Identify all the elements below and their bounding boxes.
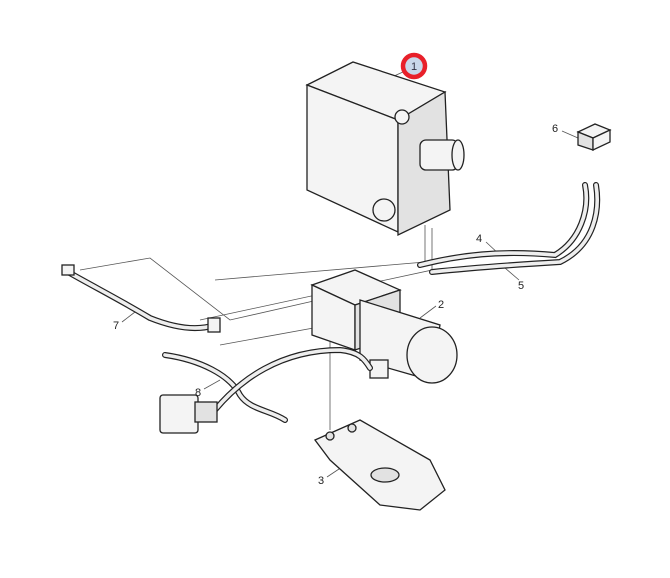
callout-5[interactable]: 5	[518, 280, 524, 292]
part-6-connector[interactable]	[576, 123, 612, 152]
callout-3[interactable]: 3	[318, 475, 324, 487]
part-4-5-hoses[interactable]	[417, 182, 601, 275]
part-7-cable[interactable]	[61, 264, 221, 333]
callout-1-highlighted[interactable]: 1	[400, 52, 428, 80]
part-2-motor[interactable]	[310, 269, 458, 384]
part-1-control-unit[interactable]	[305, 61, 465, 237]
callout-label-1: 1	[411, 61, 417, 73]
callout-2[interactable]: 2	[438, 299, 444, 311]
part-8-harness[interactable]	[159, 346, 373, 434]
part-3-bracket[interactable]	[313, 419, 446, 511]
callout-6[interactable]: 6	[552, 123, 558, 135]
callout-7[interactable]: 7	[113, 320, 119, 332]
callout-4[interactable]: 4	[476, 233, 482, 245]
callout-8[interactable]: 8	[195, 387, 201, 399]
